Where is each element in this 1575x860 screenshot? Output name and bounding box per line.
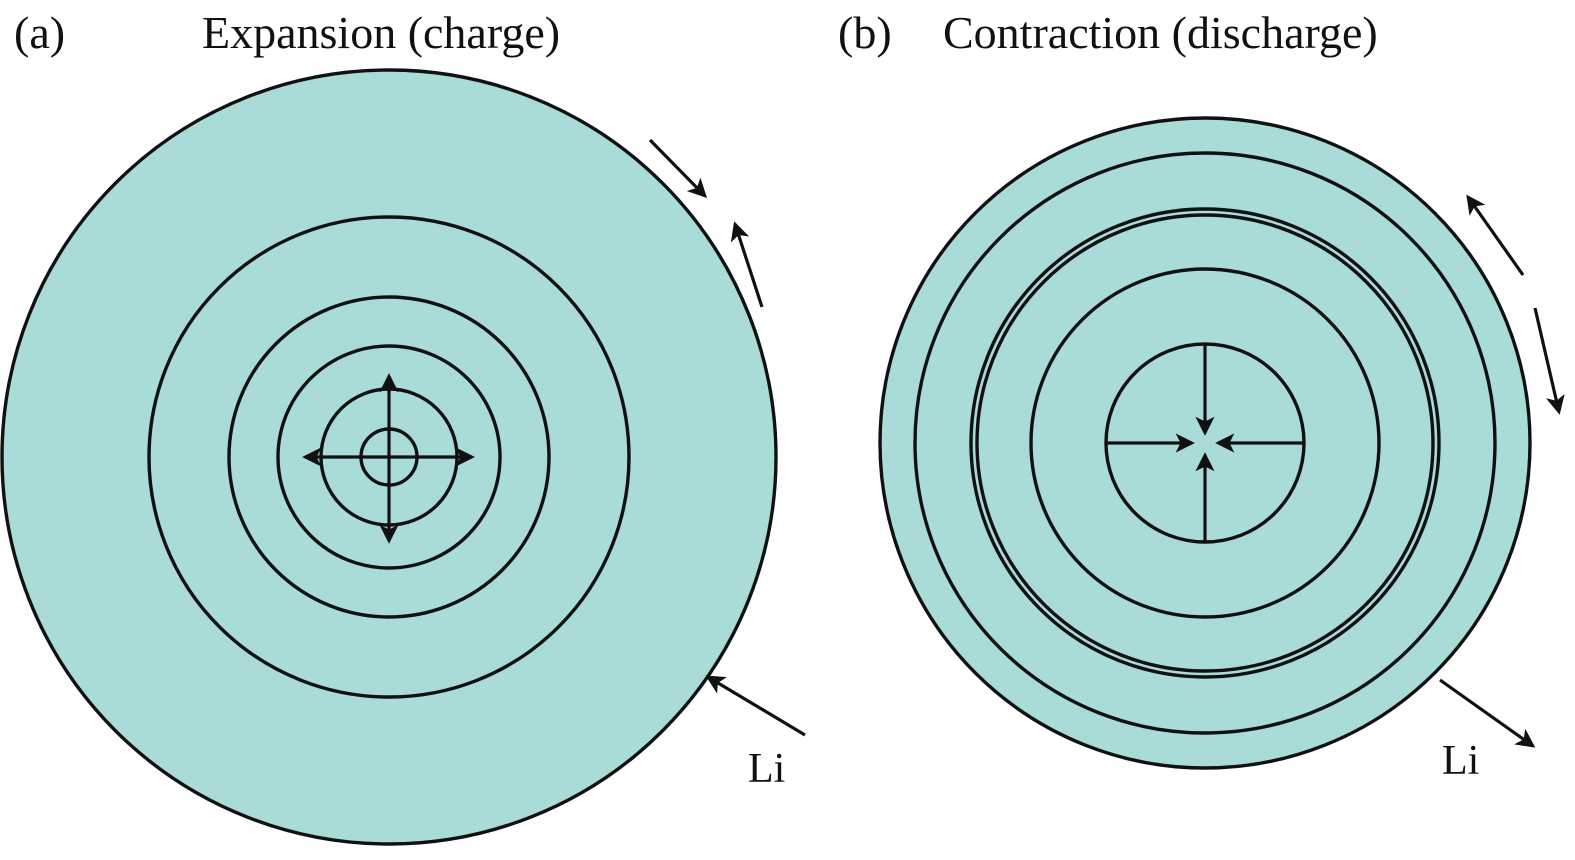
panel-b-ion-label: Li	[1442, 738, 1479, 784]
panel-a-lithium-inflow: Li	[705, 675, 806, 792]
panel-b: (b) Contraction (discharge) Li	[838, 7, 1565, 784]
particle-a-ring-1	[147, 215, 631, 699]
particle-b-ring-2	[969, 207, 1441, 679]
surface-arrow-a-counterclockwise	[730, 221, 764, 308]
particle-b-ring-1	[913, 151, 1497, 735]
panel-a-surface-arrows	[648, 138, 764, 308]
particle-b-ring-5	[975, 213, 1435, 673]
panel-a-expansion-arrows	[302, 373, 475, 544]
particle-b-ring-6	[1029, 267, 1381, 619]
panel-b-surface-arrows	[1466, 194, 1565, 415]
lithium-outflow-arrow	[1439, 678, 1536, 748]
panel-b-contraction-arrows	[1106, 344, 1304, 542]
lithium-inflow-arrow	[705, 675, 806, 737]
panel-a: (a) Expansion (charge) Li	[0, 7, 806, 846]
panel-a-title: Expansion (charge)	[202, 7, 560, 58]
panel-b-letter: (b)	[838, 7, 892, 58]
panel-a-ion-label: Li	[748, 746, 785, 792]
surface-arrow-a-clockwise	[648, 138, 708, 199]
particle-a-ring-2	[227, 295, 551, 619]
surface-arrow-b-downward	[1533, 307, 1565, 415]
particle-b	[878, 116, 1532, 770]
particle-b-outer-surface	[878, 116, 1532, 770]
panel-a-letter: (a)	[14, 7, 65, 58]
panel-b-title: Contraction (discharge)	[943, 7, 1378, 58]
surface-arrow-b-upward	[1466, 194, 1525, 276]
panel-b-lithium-outflow: Li	[1439, 678, 1536, 784]
particle-a-ring-3	[276, 344, 502, 570]
